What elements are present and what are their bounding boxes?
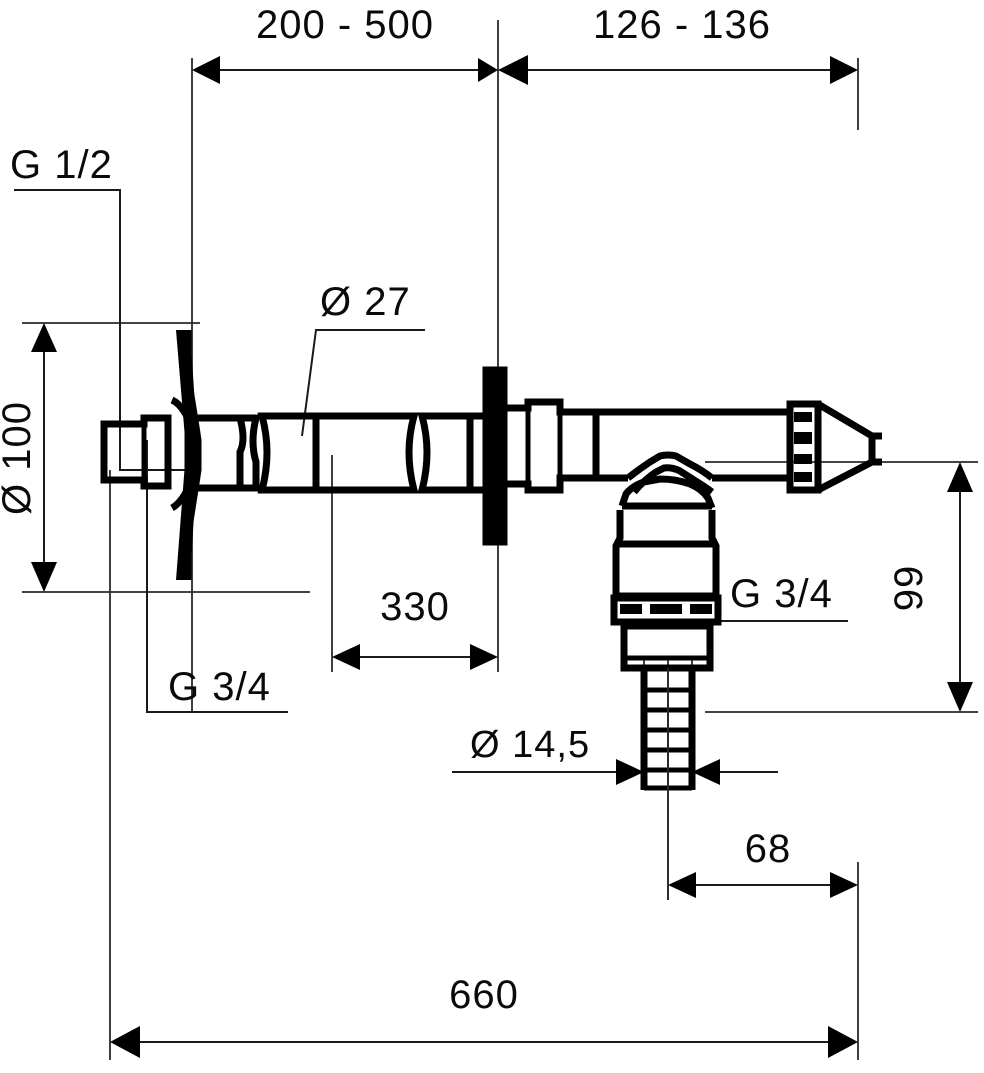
wall-escutcheon [170, 330, 202, 580]
dim-top-left-label: 200 - 500 [256, 3, 434, 47]
valve-assembly-geometry [100, 330, 882, 900]
dimension-overall-length: 660 [110, 973, 858, 1058]
branch-dome-cap [618, 475, 716, 510]
dim-overall-length-label: 660 [449, 973, 519, 1017]
dim-top-right-label: 126 - 136 [593, 3, 771, 47]
leader-pipe-diameter: Ø 27 [301, 280, 425, 437]
dim-mid-horizontal-label: 330 [380, 585, 450, 629]
leader-thread-lower-left: G 3/4 [146, 440, 288, 713]
nozzle-collar-ring [786, 400, 822, 494]
dimension-right-vertical: 99 [887, 462, 973, 712]
valve-main-barrel [596, 408, 790, 482]
pipe-break-symbol-left [257, 412, 320, 494]
inlet-hex-nut [100, 414, 172, 490]
branch-hex-nut [620, 622, 714, 672]
dim-right-vertical-label: 99 [887, 565, 931, 612]
dimension-outlet-diameter: Ø 14,5 [452, 724, 778, 785]
label-outlet-diameter: Ø 14,5 [470, 724, 590, 766]
center-flange-disc [482, 366, 508, 546]
label-thread-inlet: G 1/2 [10, 143, 113, 187]
valve-body-step [504, 398, 600, 494]
dimension-mid-horizontal: 330 [332, 585, 498, 670]
dim-left-vertical-label: Ø 100 [0, 401, 39, 515]
label-pipe-diameter: Ø 27 [320, 280, 411, 324]
leader-thread-inlet: G 1/2 [10, 143, 192, 471]
pipe-section-mid [316, 412, 419, 494]
nozzle-tip [816, 400, 882, 494]
dimension-outlet-offset: 68 [668, 827, 858, 898]
branch-upper-body [612, 510, 720, 600]
branch-retaining-ring [610, 594, 722, 626]
label-thread-branch: G 3/4 [730, 572, 833, 616]
pipe-break-symbol-right [417, 412, 474, 494]
dim-outlet-offset-label: 68 [745, 827, 792, 871]
dimension-left-vertical: Ø 100 [0, 323, 57, 592]
label-thread-lower-left: G 3/4 [168, 665, 271, 709]
pipe-section-left [196, 414, 261, 492]
dimension-top-right: 126 - 136 [498, 3, 858, 85]
hose-outlet-ribbed [640, 668, 696, 900]
dimension-top-left: 200 - 500 [192, 3, 498, 84]
